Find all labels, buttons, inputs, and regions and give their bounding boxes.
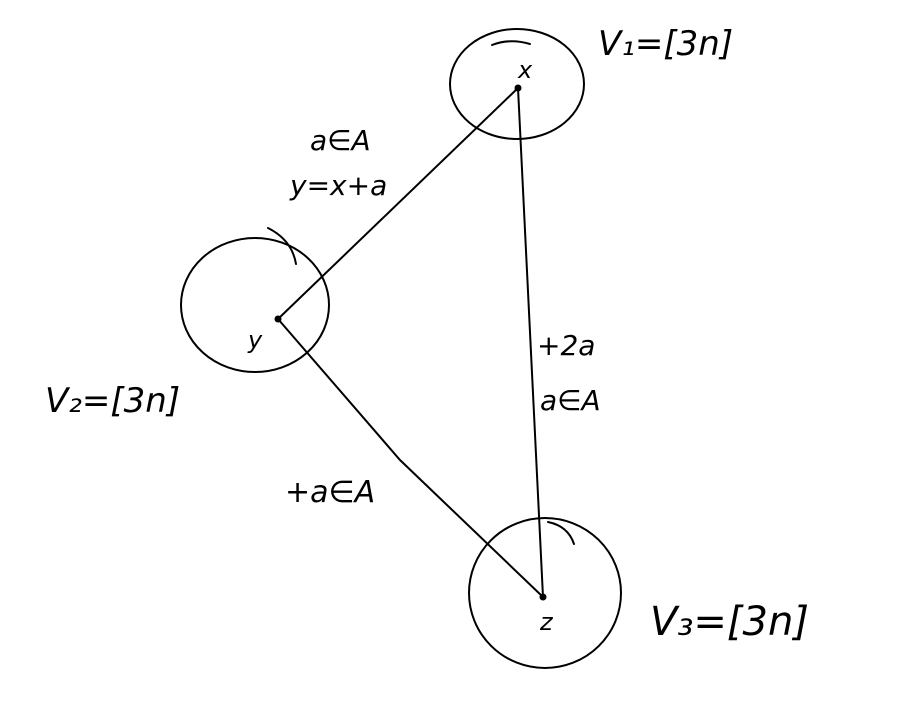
edge-xy-label-2: y=x+a bbox=[289, 169, 387, 202]
edge-xz-label-1: +2a bbox=[537, 329, 595, 362]
vertex-z-label: z bbox=[539, 608, 554, 636]
edge-xz bbox=[517, 87, 544, 598]
v3-set-label: V₃=[3n] bbox=[650, 599, 809, 645]
vertex-set-v3: z V₃=[3n] bbox=[468, 517, 809, 669]
edge-xy-label-1: a∈A bbox=[310, 124, 371, 157]
v2-set-label: V₂=[3n] bbox=[45, 381, 180, 421]
vertex-x-label: x bbox=[517, 56, 533, 84]
vertex-y-label: y bbox=[247, 326, 263, 354]
edge-yz-label: +a∈A bbox=[285, 475, 375, 510]
v1-set-label: V₁=[3n] bbox=[598, 24, 733, 64]
edge-xz-label-2: a∈A bbox=[540, 384, 601, 417]
edge-yz bbox=[277, 318, 544, 598]
vertex-set-v2: y V₂=[3n] bbox=[45, 227, 330, 421]
vertex-set-v1: x V₁=[3n] bbox=[449, 24, 733, 140]
edge-xy bbox=[277, 87, 519, 320]
